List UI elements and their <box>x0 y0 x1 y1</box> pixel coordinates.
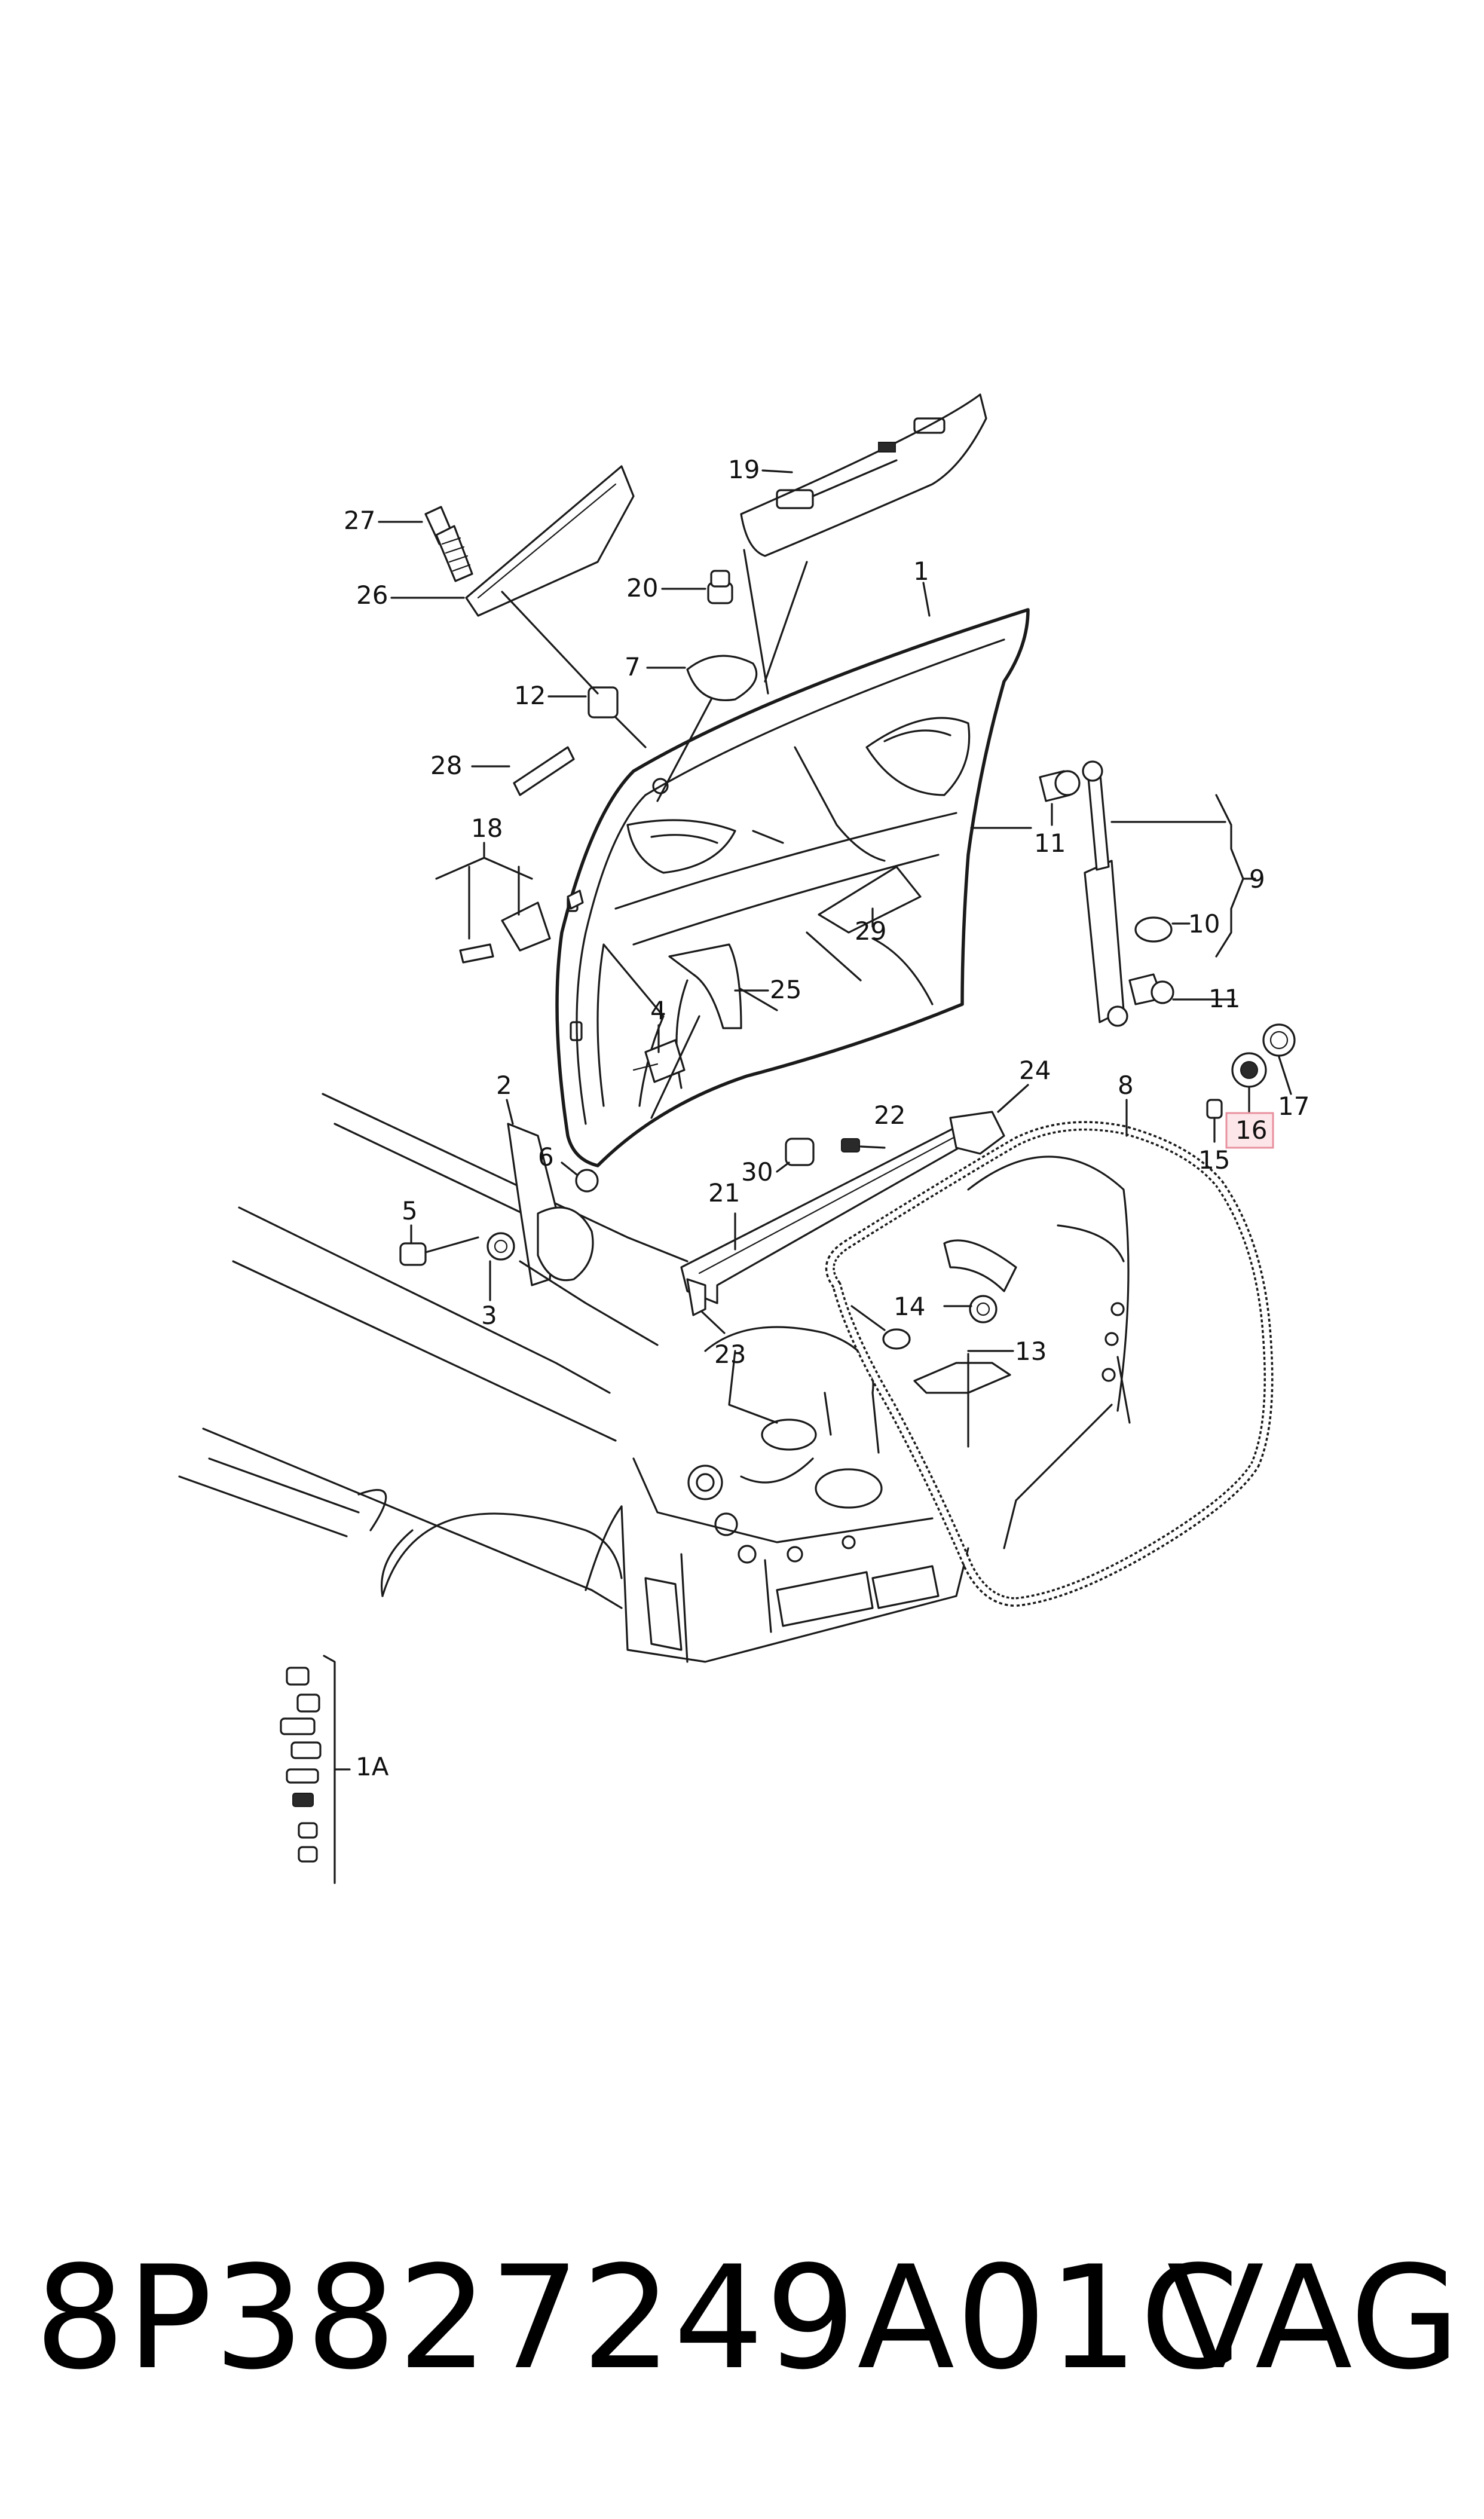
car-body <box>178 1093 1131 1663</box>
callout-21: 21 <box>708 1178 740 1207</box>
part-11-ball-stud-upper <box>1039 770 1081 802</box>
brand-label: VAG <box>1167 2236 1460 2401</box>
callout-27: 27 <box>344 506 375 535</box>
part-number: 8P3827249A01C <box>35 2236 1241 2401</box>
callout-12: 12 <box>514 681 546 710</box>
callout-13: 13 <box>1015 1337 1047 1366</box>
callout-30: 30 <box>741 1157 773 1187</box>
callout-24: 24 <box>1019 1056 1051 1085</box>
callout-23: 23 <box>714 1340 746 1369</box>
callout-29: 29 <box>855 916 886 946</box>
part-5-bolt <box>399 1236 479 1266</box>
callout-16: 16 <box>1235 1115 1267 1145</box>
callout-22: 22 <box>874 1100 905 1130</box>
callout-labels: 1 1A 2 3 4 5 6 7 8 9 10 11 11 12 13 14 1… <box>344 455 1309 1781</box>
part-18-hinge <box>459 889 584 964</box>
callout-3: 3 <box>481 1301 497 1330</box>
tailgate <box>555 608 1030 1167</box>
callout-5: 5 <box>402 1196 418 1225</box>
part-30-bumper <box>785 1138 815 1166</box>
callout-14: 14 <box>894 1292 925 1321</box>
callout-19: 19 <box>728 455 760 484</box>
part-22-clip <box>841 1138 860 1152</box>
callout-28: 28 <box>430 751 462 780</box>
callout-18: 18 <box>471 814 503 843</box>
callout-1: 1 <box>913 557 929 586</box>
callout-8: 8 <box>1118 1071 1134 1100</box>
part-11-ball-stud-lower <box>1128 973 1174 1005</box>
part-25-bracket <box>668 943 742 1029</box>
callout-15: 15 <box>1198 1145 1230 1175</box>
tailgate-seal <box>825 1121 1274 1607</box>
part-6-clip <box>575 1169 599 1193</box>
part-16-buffer-adjuster <box>1231 1052 1267 1088</box>
part-17-buffer <box>1262 1023 1296 1057</box>
part-12-nut <box>588 686 619 719</box>
callout-16-highlight <box>1225 1112 1274 1149</box>
part-23-clip <box>686 1278 706 1316</box>
exploded-parts-diagram: 1 1A 2 3 4 5 6 7 8 9 10 11 11 12 13 14 1… <box>178 393 1309 1884</box>
callout-2: 2 <box>496 1071 512 1100</box>
part-1a-fastener-set <box>280 1667 322 1863</box>
callout-10: 10 <box>1188 909 1220 938</box>
callout-9: 9 <box>1249 864 1265 894</box>
callout-17: 17 <box>1278 1092 1309 1121</box>
part-14-nut <box>882 1295 998 1350</box>
part-24-bracket <box>949 1111 1005 1155</box>
part-13-striker <box>913 1362 1011 1394</box>
callout-1a: 1A <box>356 1752 389 1781</box>
part-9-gas-strut <box>1082 760 1128 1027</box>
callout-11-upper: 11 <box>1034 829 1066 858</box>
callout-25: 25 <box>770 975 801 1004</box>
callout-26: 26 <box>356 580 388 610</box>
part-15-pin <box>1206 1099 1223 1119</box>
callout-20: 20 <box>626 573 658 603</box>
callout-4: 4 <box>650 996 666 1025</box>
part-27-screw <box>424 506 473 582</box>
part-4-bolt <box>632 1039 686 1083</box>
part-2-lock <box>486 1123 594 1286</box>
leader-lines <box>323 469 1292 1884</box>
part-26-plate <box>465 465 635 617</box>
part-29-bracket <box>818 866 922 934</box>
callout-6: 6 <box>538 1142 554 1172</box>
parts <box>280 393 1296 1863</box>
part-28-pad <box>513 746 575 796</box>
footer: 8P3827249A01C VAG <box>0 2248 1484 2445</box>
callout-7: 7 <box>625 652 641 681</box>
part-7-pad <box>686 655 758 701</box>
part-20-grommet <box>707 570 733 604</box>
part-19-trim-panel <box>740 393 987 557</box>
callout-11-lower: 11 <box>1208 984 1240 1013</box>
part-10-cap <box>1134 916 1173 943</box>
